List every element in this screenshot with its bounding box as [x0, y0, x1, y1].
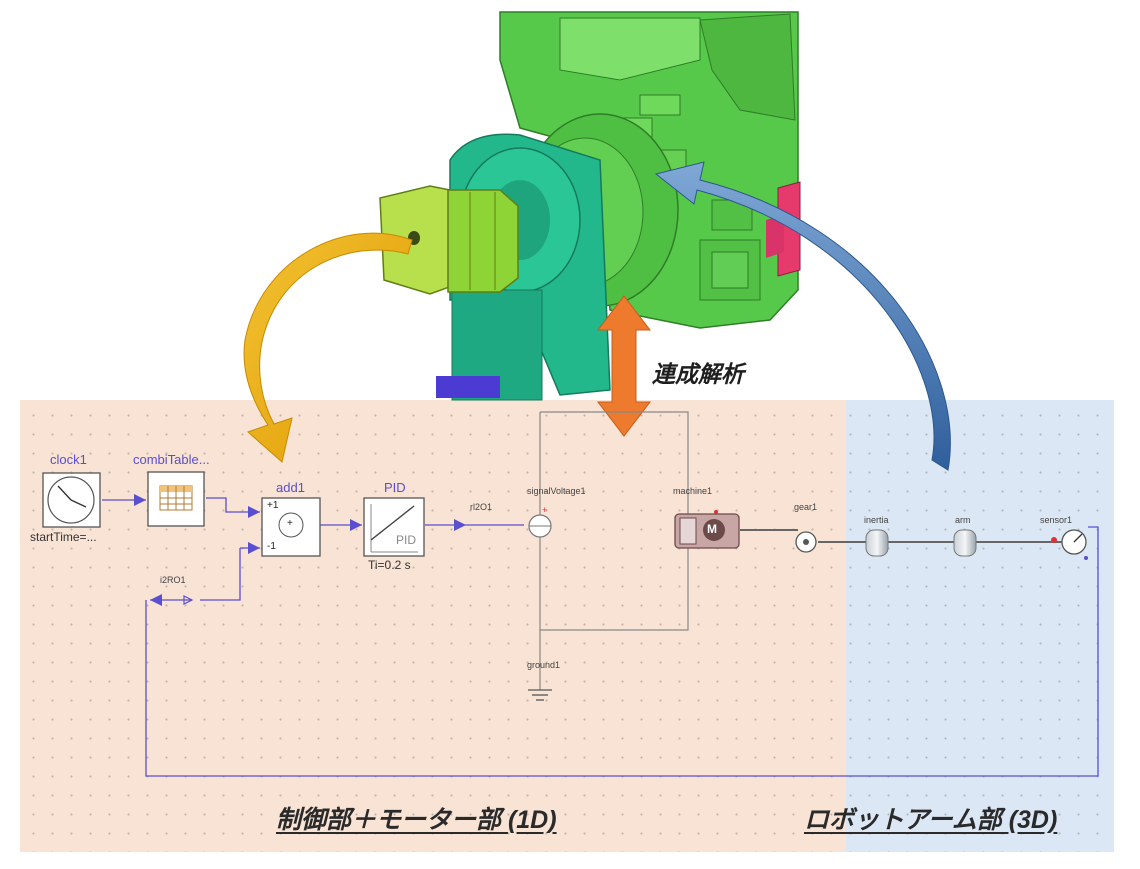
- arm-label: arm: [955, 515, 971, 525]
- pid-icon-text: PID: [396, 533, 417, 547]
- sensor-block[interactable]: [1051, 529, 1088, 560]
- pid-label: PID: [384, 480, 406, 495]
- mechanical-shaft: [740, 529, 1062, 543]
- i2ro-symbol: [183, 595, 194, 605]
- i2ro-label: i2RO1: [160, 575, 186, 585]
- inertia-label: inertia: [864, 515, 889, 525]
- coupled-analysis-label: 連成解析: [652, 361, 744, 387]
- signal-voltage-label: signalVoltage1: [527, 486, 586, 496]
- combi-table-label: combiTable...: [133, 452, 210, 467]
- pid-ti-param: Ti=0.2 s: [368, 558, 411, 572]
- blue-coupling-arrow: [654, 161, 951, 471]
- signal-wires: [102, 497, 1099, 777]
- clock-label: clock1: [50, 452, 87, 467]
- control-motor-section-title: 制御部＋モーター部 (1D): [276, 806, 557, 834]
- signal-voltage-source[interactable]: +: [528, 505, 552, 538]
- sensor-label: sensor1: [1040, 515, 1073, 525]
- yellow-coupling-arrow: [243, 232, 413, 463]
- robot-arm-section-title: ロボットアーム部 (3D): [804, 806, 1058, 834]
- clock-start-time: startTime=...: [30, 530, 97, 544]
- gear-label: gear1: [794, 502, 818, 512]
- add-symbol: +: [287, 518, 293, 529]
- arm-block[interactable]: [953, 529, 977, 557]
- ground-label: ground1: [527, 660, 561, 670]
- add-minus-gain: -1: [267, 541, 276, 552]
- add-label: add1: [276, 480, 305, 495]
- combi-table-block[interactable]: [147, 471, 205, 527]
- dc-machine-block[interactable]: [674, 510, 740, 549]
- inertia-block[interactable]: [865, 529, 889, 557]
- pid-block[interactable]: [363, 497, 425, 557]
- svg-text:+: +: [542, 505, 547, 515]
- rl2o-label: rl2O1: [470, 502, 493, 512]
- machine-icon-text: M: [707, 522, 717, 536]
- add-plus-gain: +1: [267, 500, 279, 511]
- ground-symbol: [528, 689, 552, 701]
- machine-label: machine1: [673, 486, 713, 496]
- robot-arm-zone: [846, 400, 1114, 852]
- orange-double-arrow: [596, 295, 652, 437]
- clock-block[interactable]: [42, 472, 101, 528]
- add-block[interactable]: [261, 497, 321, 557]
- signal-arrowheads: [134, 494, 466, 606]
- robot-3d-model: [379, 11, 801, 401]
- gear-block[interactable]: [795, 531, 817, 553]
- electrical-wires: [539, 411, 689, 690]
